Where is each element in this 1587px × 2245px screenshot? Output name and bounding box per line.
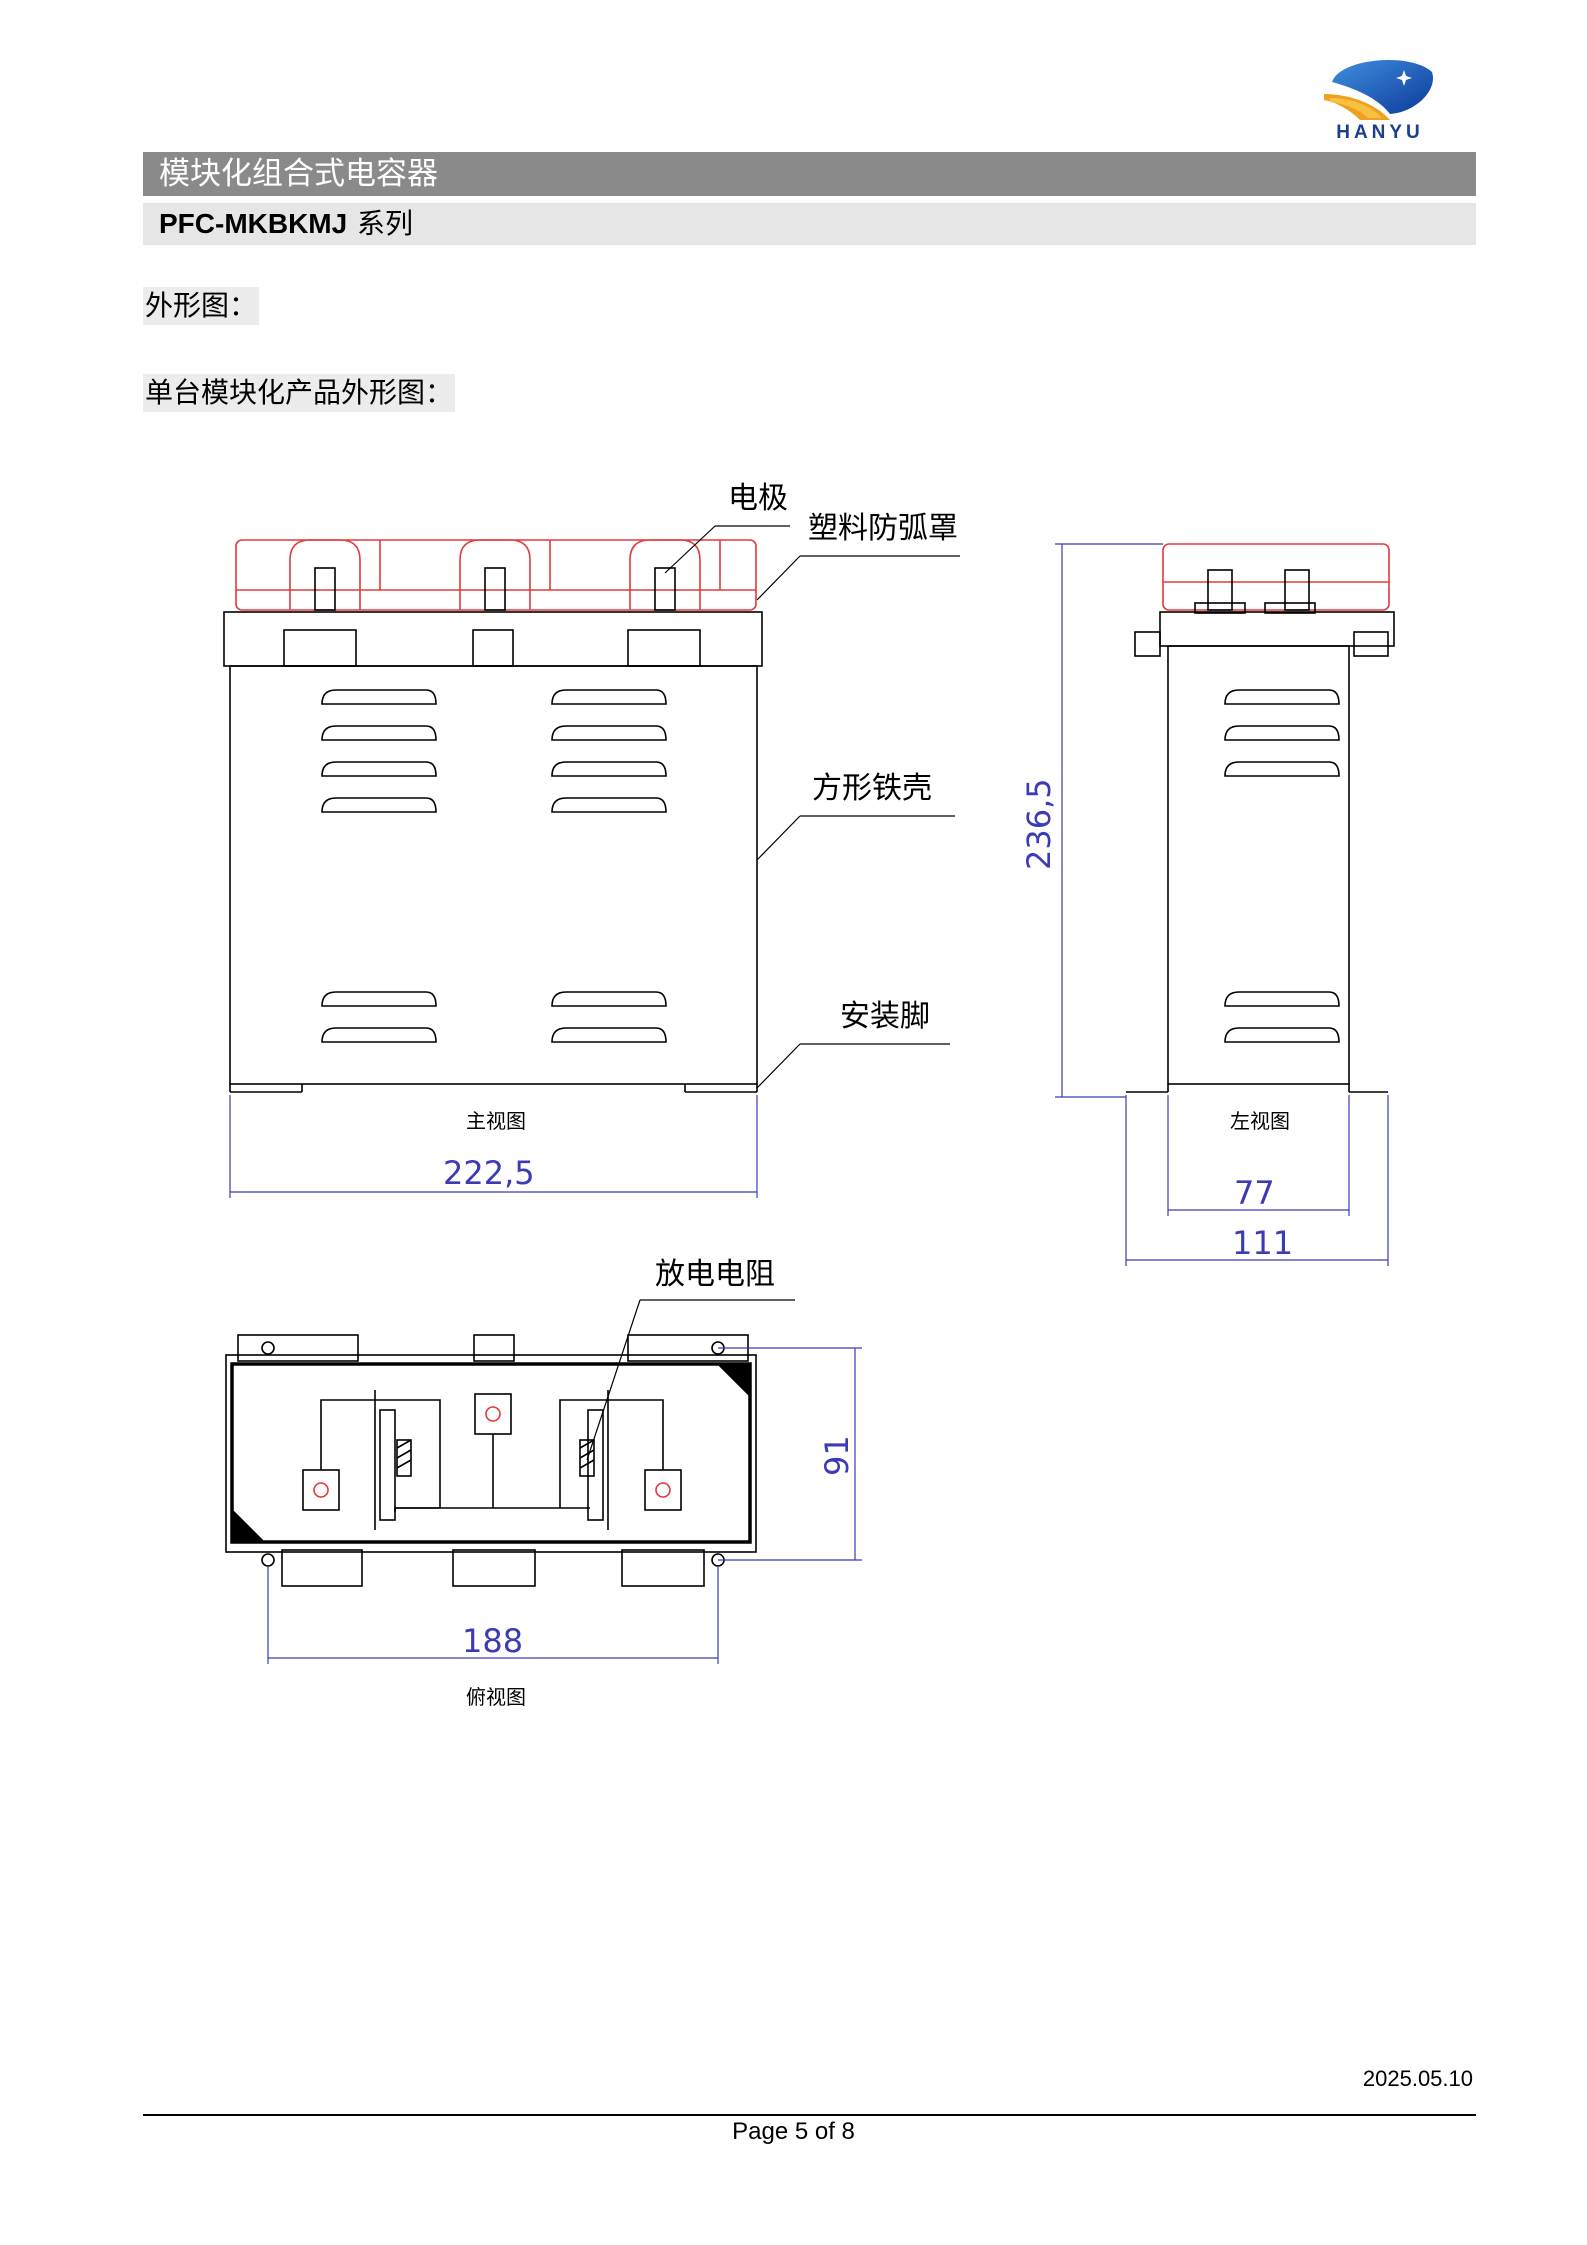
page-number: Page 5 of 8 bbox=[732, 2118, 855, 2145]
brand-name: HANYU bbox=[1336, 122, 1424, 143]
company-logo: HANYU bbox=[1320, 54, 1440, 146]
top-view bbox=[225, 1299, 862, 1664]
arc-cover-annotation: 塑料防弧罩 bbox=[808, 511, 958, 546]
dim-left-feet: 111 bbox=[1232, 1224, 1293, 1262]
steel-case-annotation: 方形铁壳 bbox=[812, 771, 932, 806]
discharge-resistor-annotation: 放电电阻 bbox=[655, 1257, 775, 1292]
series-band: PFC-MKBKMJ 系列 bbox=[143, 203, 1476, 245]
left-view bbox=[1055, 543, 1395, 1266]
outline-label: 外形图： bbox=[143, 287, 260, 325]
dim-top-hole-span: 188 bbox=[462, 1622, 523, 1660]
model-name: PFC-MKBKMJ bbox=[159, 208, 348, 239]
left-arc-cover bbox=[1162, 543, 1390, 611]
front-arc-cover bbox=[235, 539, 757, 611]
dim-height: 236,5 bbox=[1020, 778, 1058, 870]
document-title: 模块化组合式电容器 bbox=[159, 156, 438, 192]
footer-rule bbox=[143, 2114, 1476, 2116]
front-louvers bbox=[321, 689, 667, 1043]
top-view-caption: 俯视图 bbox=[466, 1685, 526, 1709]
hanyu-logo-icon bbox=[1324, 59, 1433, 120]
dim-front-width: 222,5 bbox=[443, 1154, 535, 1192]
mount-feet-annotation: 安装脚 bbox=[840, 999, 930, 1034]
left-view-caption: 左视图 bbox=[1230, 1109, 1290, 1133]
electrode-annotation: 电极 bbox=[728, 481, 788, 516]
document-title-band: 模块化组合式电容器 bbox=[143, 152, 1476, 196]
series-suffix: 系列 bbox=[356, 207, 413, 240]
document-date: 2025.05.10 bbox=[1362, 2066, 1473, 2091]
front-view-caption: 主视图 bbox=[466, 1109, 526, 1133]
dim-top-depth: 91 bbox=[818, 1435, 856, 1476]
single-unit-label: 单台模块化产品外形图： bbox=[143, 374, 456, 412]
dim-left-body: 77 bbox=[1234, 1174, 1275, 1212]
front-view bbox=[223, 525, 960, 1198]
